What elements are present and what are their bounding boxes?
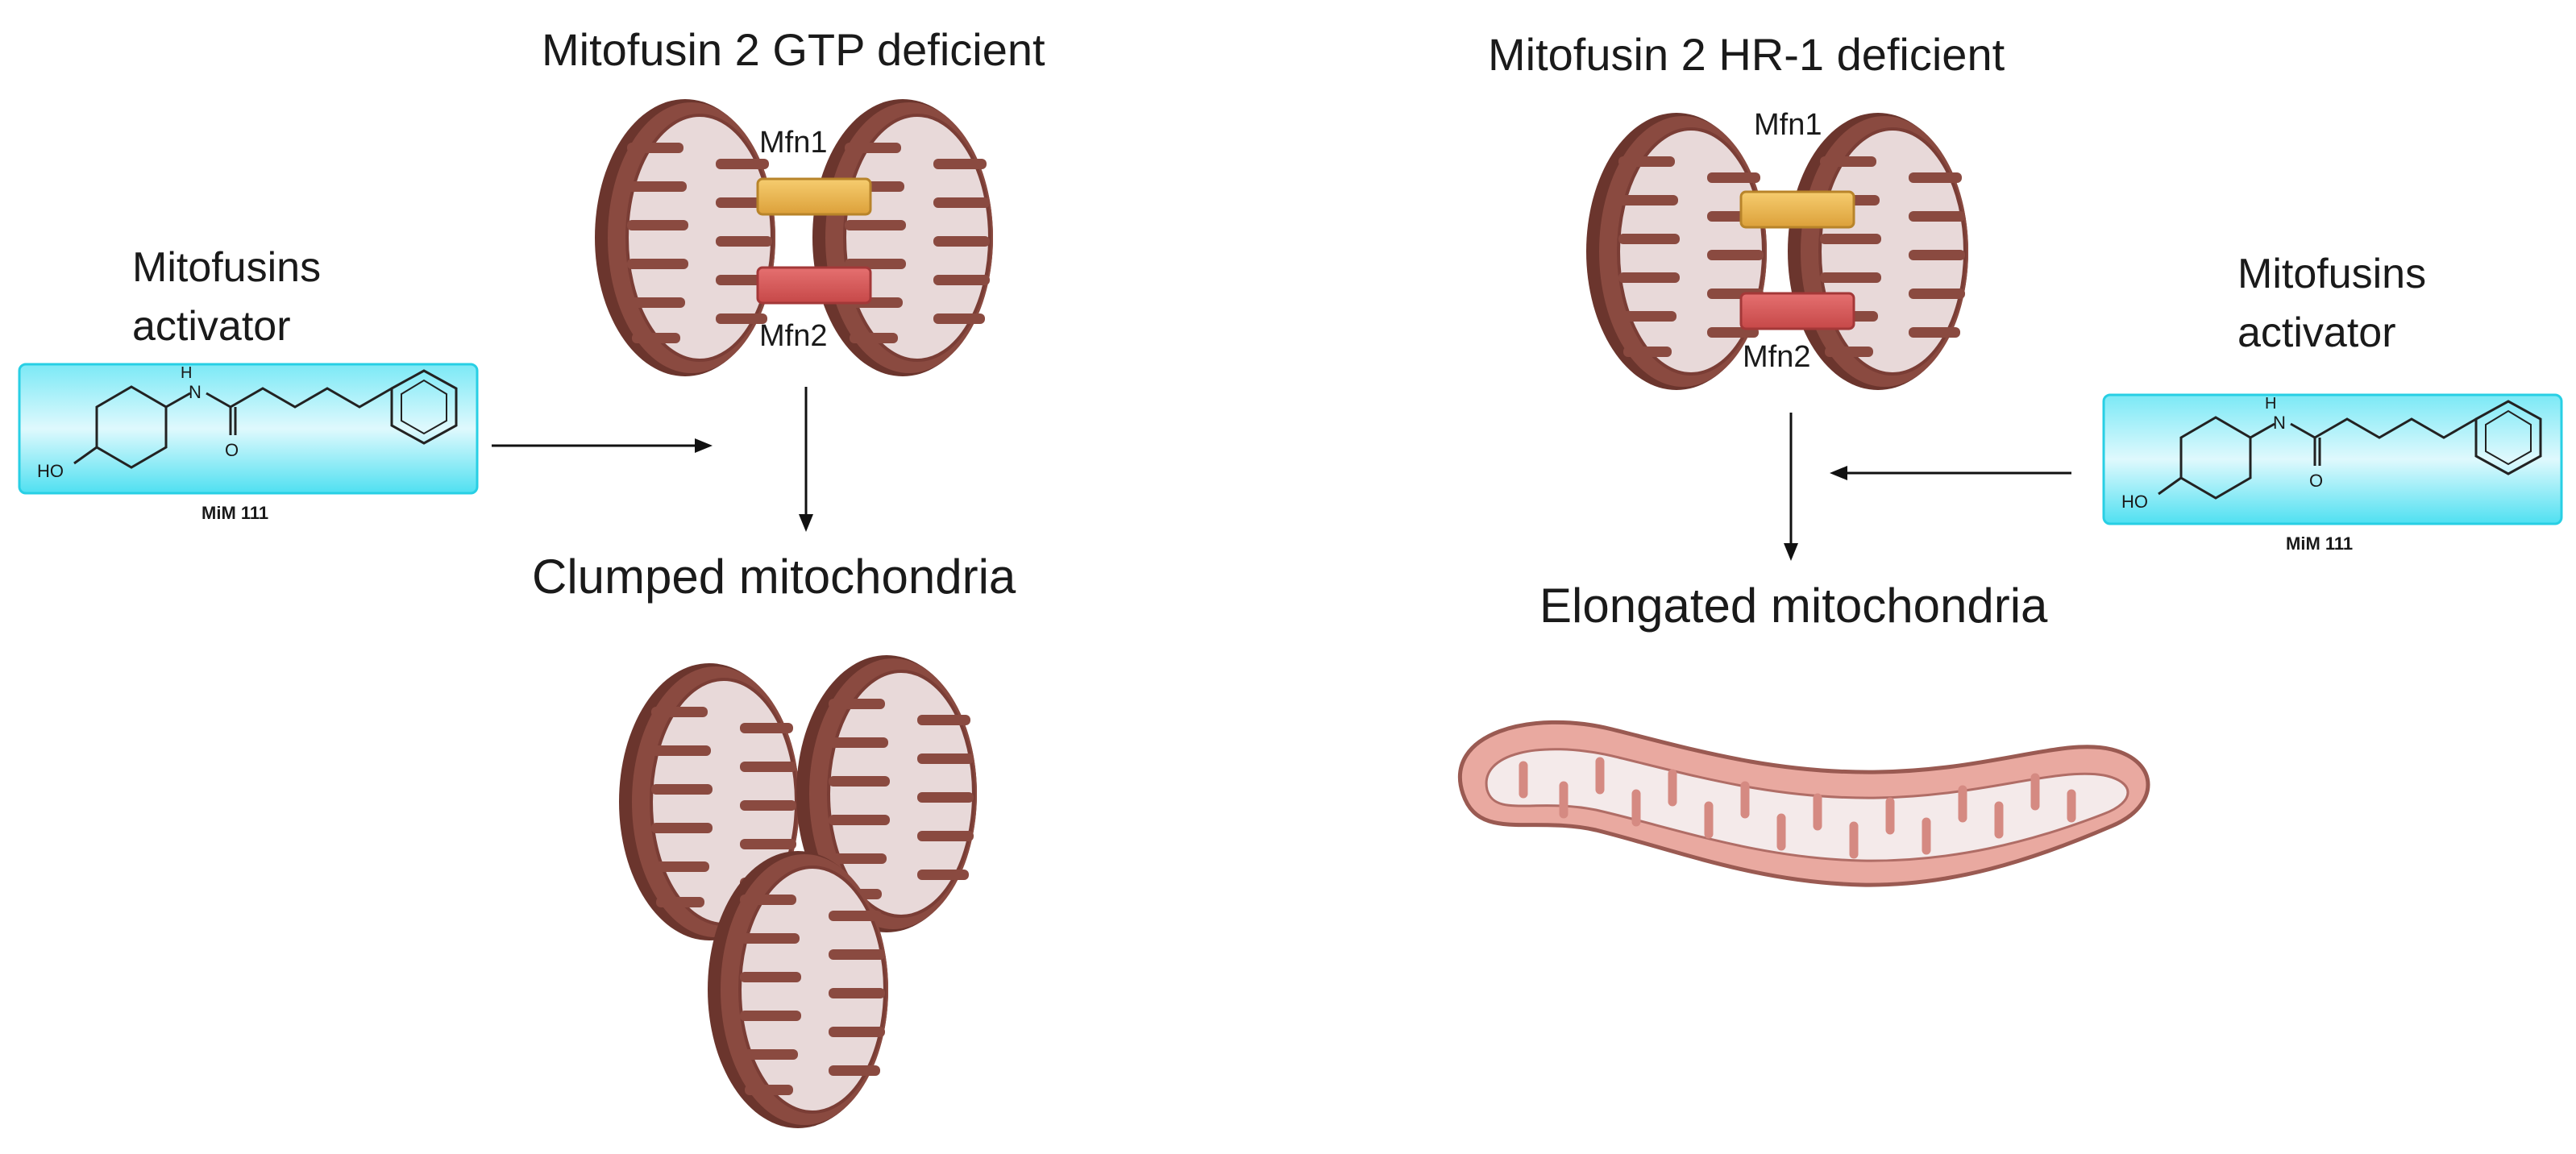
left-molecule-h: H [181,364,193,382]
right-mfn2-bar [1739,292,1855,330]
left-molecule-box [18,363,479,495]
right-mfn1-bar [1739,190,1855,229]
left-molecule-structure [73,369,458,469]
right-panel-title: Mitofusin 2 HR-1 deficient [1488,29,2005,80]
right-mitochondrion-a [1585,111,1768,392]
right-molecule-n: N [2273,413,2286,433]
right-down-arrowhead [1784,543,1798,561]
right-molecule-structure [2158,400,2542,500]
left-activator-arrowhead [695,438,713,453]
left-down-arrowhead [799,514,813,532]
left-molecule-o: O [225,440,239,460]
left-mitochondrion-b [811,98,995,378]
clump-mitochondrion-c [706,849,890,1130]
right-activator-label: Mitofusins activator [2237,251,2427,356]
left-mitochondrion-a [593,98,777,378]
right-activator-arrowhead [1830,466,1847,480]
right-molecule-ho: HO [2121,492,2148,512]
left-panel-title: Mitofusin 2 GTP deficient [542,24,1045,75]
left-result-label: Clumped mitochondria [532,550,1016,604]
right-molecule-box [2102,393,2563,525]
right-mfn1-label: Mfn1 [1754,108,1822,142]
right-molecule-o: O [2309,471,2324,491]
elongated-mitochondrion [1457,720,2150,887]
right-result-label: Elongated mitochondria [1539,579,2048,633]
right-mitochondrion-b [1786,111,1970,392]
right-molecule-name: MiM 111 [2286,533,2354,554]
left-molecule-name: MiM 111 [202,503,269,523]
left-activator-label: Mitofusins activator [132,244,322,350]
left-mfn1-bar [756,177,872,216]
left-mfn1-label: Mfn1 [759,126,828,160]
left-mfn2-bar [756,266,872,305]
left-mfn2-label: Mfn2 [759,319,828,353]
right-mfn2-label: Mfn2 [1743,340,1811,374]
left-molecule-ho: HO [37,461,64,481]
right-molecule-h: H [2265,395,2277,413]
left-molecule-n: N [189,382,202,402]
